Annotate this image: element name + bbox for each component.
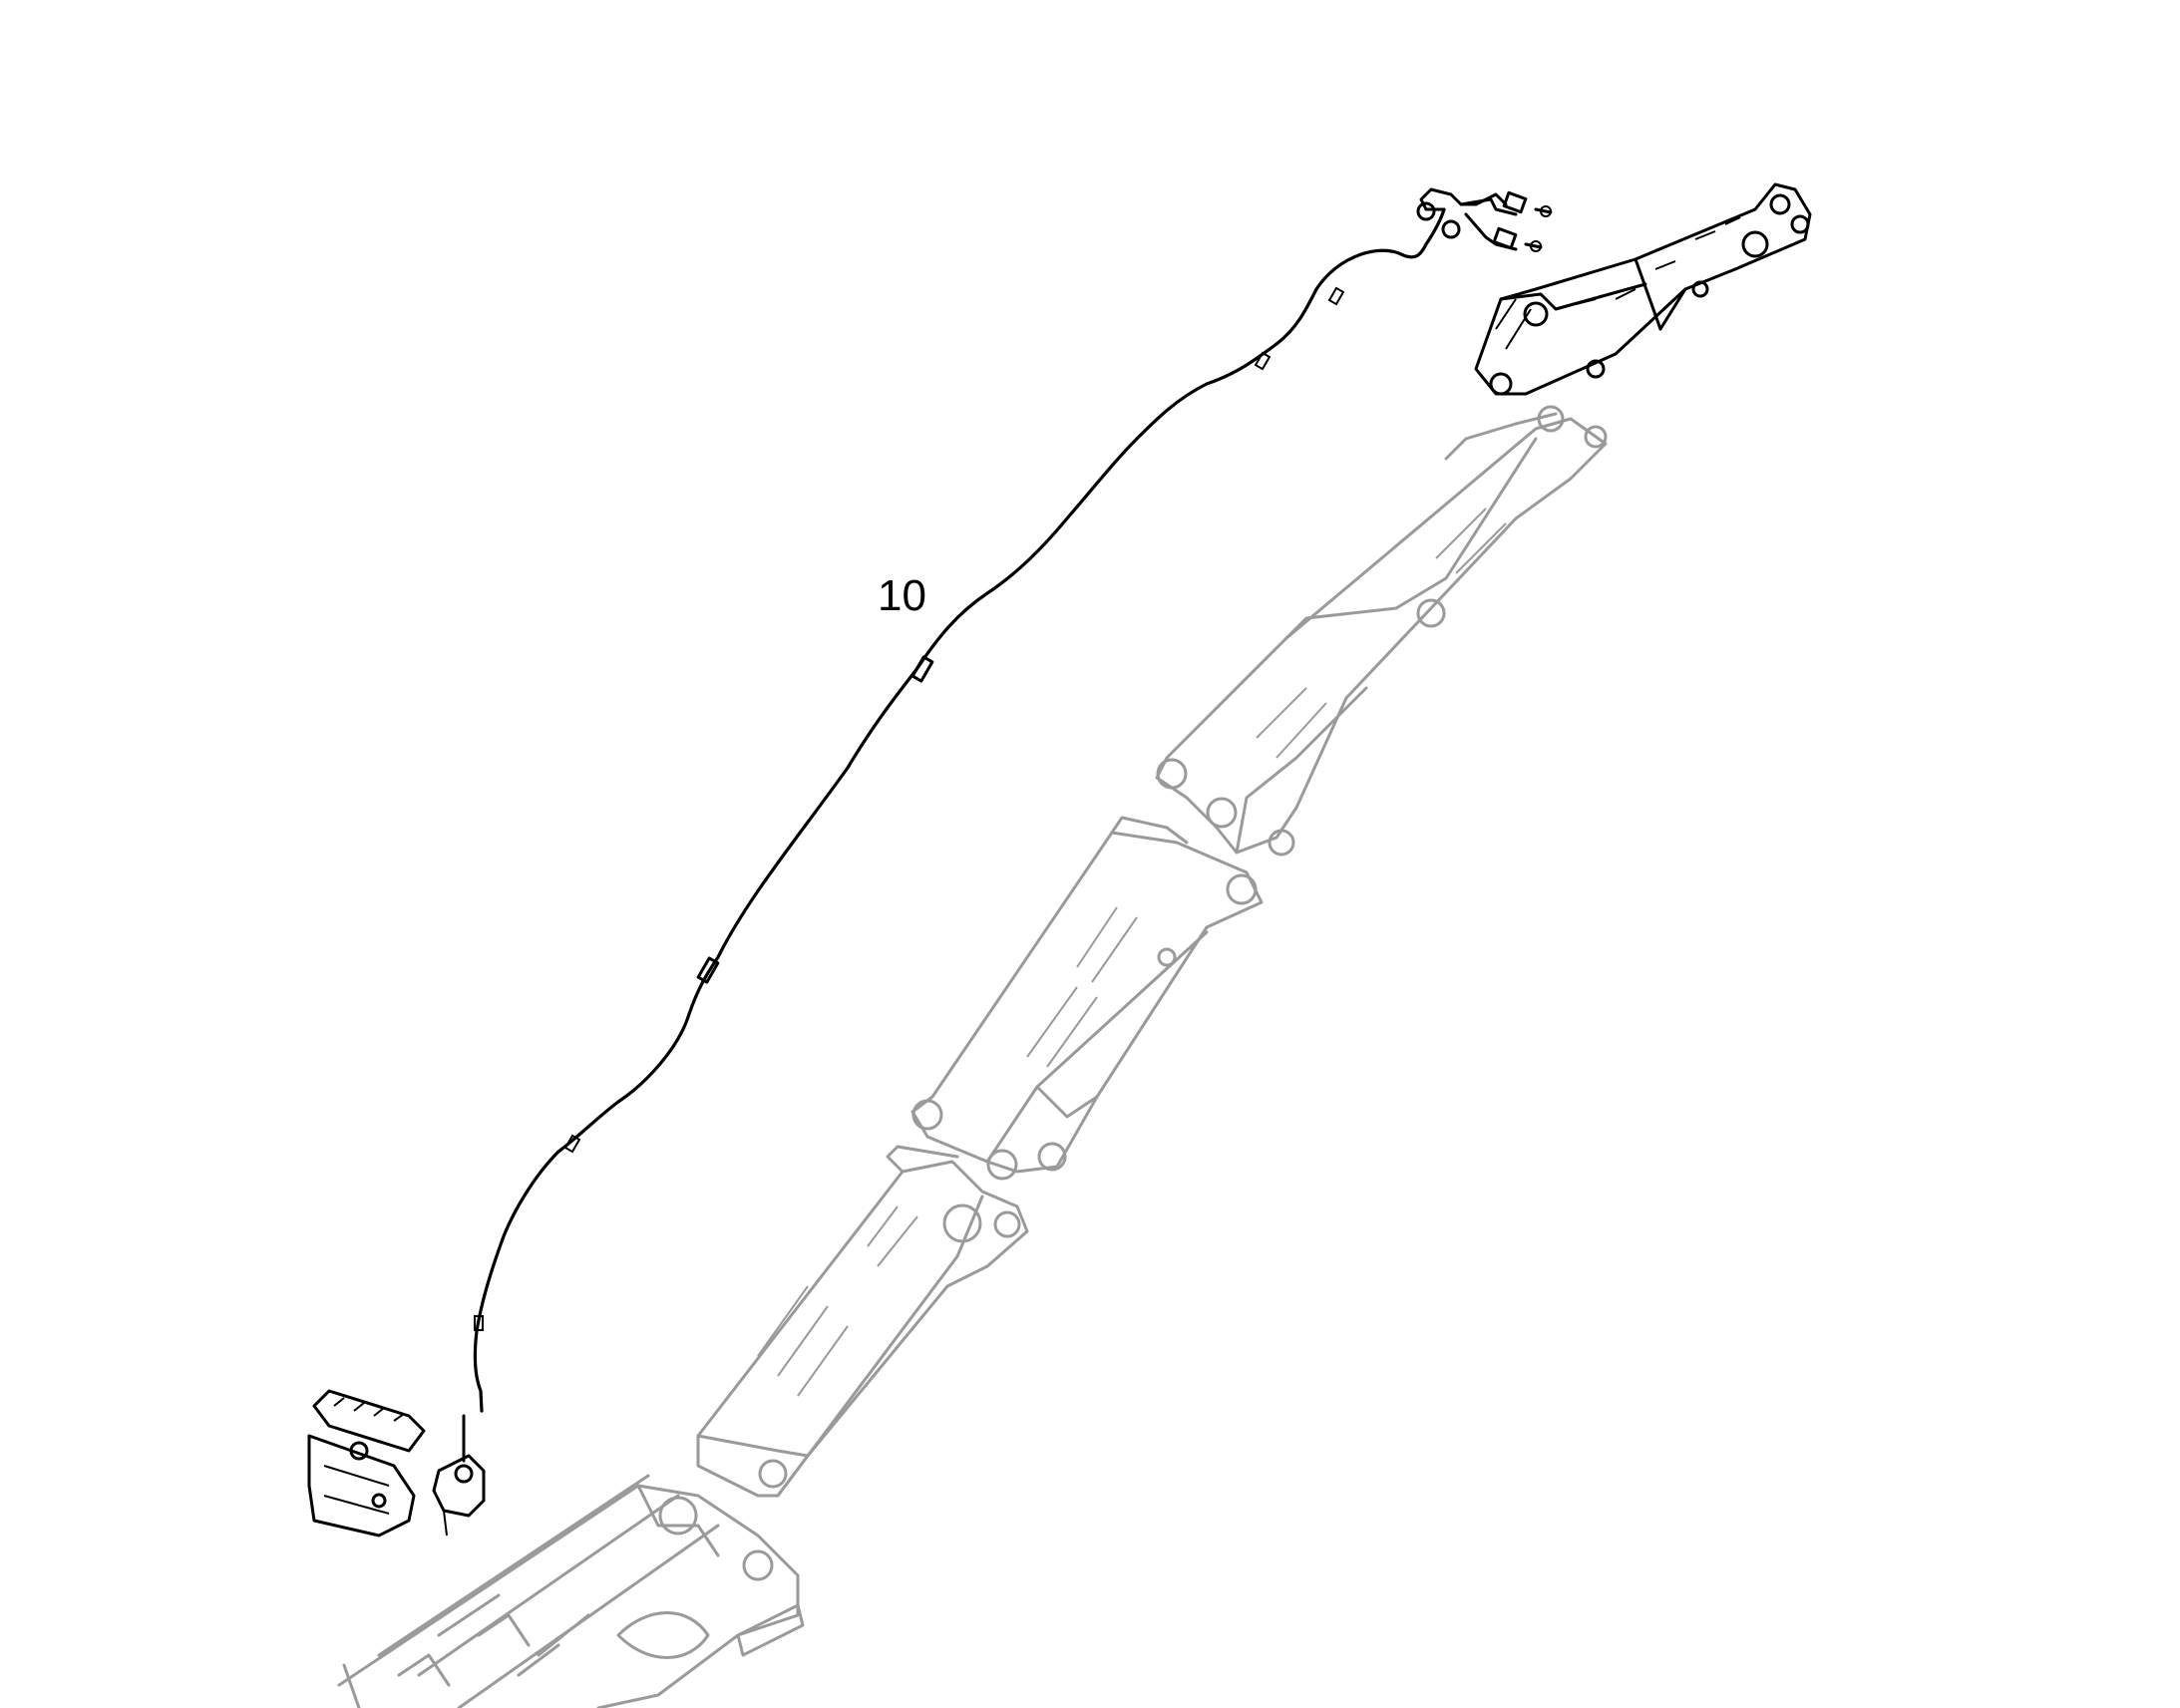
boom-section-lower [696, 1145, 1029, 1498]
base-frame [337, 1474, 805, 1708]
cable-harness [473, 187, 1553, 1413]
callout-label-10: 10 [878, 571, 926, 620]
control-block [307, 1389, 486, 1537]
arm-assembly [1474, 182, 1812, 396]
boom-section-upper [1155, 405, 1608, 856]
boom-section-middle [910, 816, 1264, 1181]
